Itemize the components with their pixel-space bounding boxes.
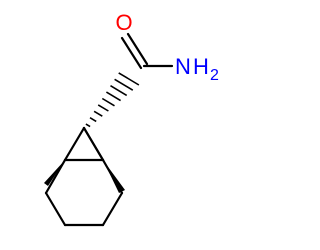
bond-c3-c4	[44, 191, 67, 227]
hashed-wedge-bond-c8-carbonyl	[85, 72, 140, 128]
bond-c5-c6	[101, 191, 124, 227]
molecule-structure: O N H 2	[44, 10, 219, 227]
bond-c2-c3	[44, 158, 67, 195]
bond-c1-c2	[63, 126, 86, 162]
nitrogen-label: N	[175, 54, 191, 79]
wedge-bond-c7	[103, 160, 125, 193]
bond-carbonyl-oxygen	[120, 36, 143, 70]
nitrogen-hydrogen-count: 2	[210, 67, 219, 84]
bond-carbonyl-oxygen-second	[126, 32, 149, 66]
wedge-bond-c2	[44, 160, 65, 186]
bond-c1-c8	[82, 126, 105, 162]
nitrogen-hydrogen-label: H	[193, 54, 209, 79]
oxygen-label: O	[115, 10, 132, 35]
